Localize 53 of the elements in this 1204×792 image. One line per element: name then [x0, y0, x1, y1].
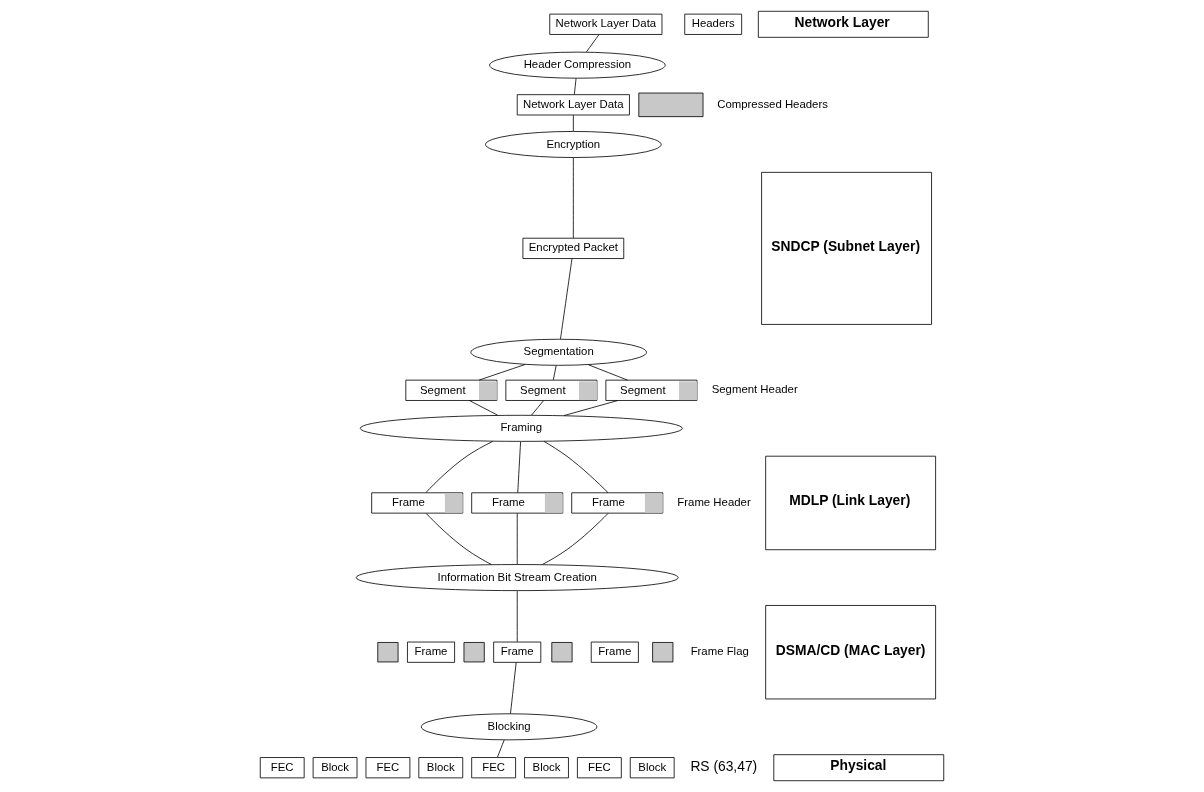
connector — [516, 590, 518, 643]
node-box: MDLP (Link Layer) — [765, 455, 937, 551]
node-ellipse: Encryption — [485, 131, 662, 158]
node-box: Physical — [773, 754, 945, 782]
node-box — [638, 92, 704, 118]
node-box: Frame — [590, 641, 639, 663]
connector — [552, 365, 557, 381]
node-ellipse: Header Compression — [489, 51, 666, 79]
node-box: Block — [524, 757, 569, 779]
node-box: Headers — [684, 13, 743, 35]
label: Segment Header — [711, 383, 798, 396]
node-ellipse: Blocking — [420, 713, 598, 741]
node-box: Block — [418, 757, 464, 779]
connector — [572, 114, 574, 132]
connector — [573, 78, 577, 95]
connector — [531, 400, 544, 416]
connector — [517, 441, 521, 493]
node-box: Network Layer Data — [549, 13, 663, 35]
node-box: Block — [629, 757, 675, 779]
node-box: FEC — [471, 757, 516, 779]
node-ellipse: Information Bit Stream Creation — [355, 564, 679, 591]
node-bar — [463, 642, 485, 663]
connector — [510, 662, 517, 714]
label: Frame Flag — [690, 645, 749, 658]
node-bar — [652, 642, 674, 663]
connector — [543, 441, 609, 494]
node-box: Encrypted Packet — [522, 237, 625, 259]
label: RS (63,47) — [690, 758, 758, 775]
node-ellipse: Segmentation — [470, 338, 647, 366]
connector — [542, 512, 609, 565]
connector — [516, 512, 518, 565]
node-box: FEC — [365, 757, 411, 779]
node-box: Frame — [493, 641, 542, 663]
node-box: FEC — [259, 757, 305, 779]
node-bar — [377, 642, 399, 663]
node-box: Network Layer — [757, 10, 929, 38]
node-box: Network Layer Data — [516, 94, 630, 116]
connector — [586, 34, 600, 53]
node-box: Frame — [407, 641, 455, 663]
connector — [572, 157, 574, 239]
node-box: SNDCP (Subnet Layer) — [761, 171, 932, 325]
connector — [425, 512, 492, 565]
label: Compressed Headers — [717, 97, 828, 110]
connector — [497, 739, 505, 758]
connector — [425, 441, 494, 493]
node-box: FEC — [577, 757, 622, 779]
node-box: Block — [312, 757, 358, 779]
connector — [563, 400, 619, 416]
label: Frame Header — [677, 495, 751, 508]
node-box: DSMA/CD (MAC Layer) — [765, 605, 937, 700]
connector — [560, 258, 573, 340]
node-bar — [551, 642, 573, 663]
node-ellipse: Framing — [359, 414, 683, 442]
